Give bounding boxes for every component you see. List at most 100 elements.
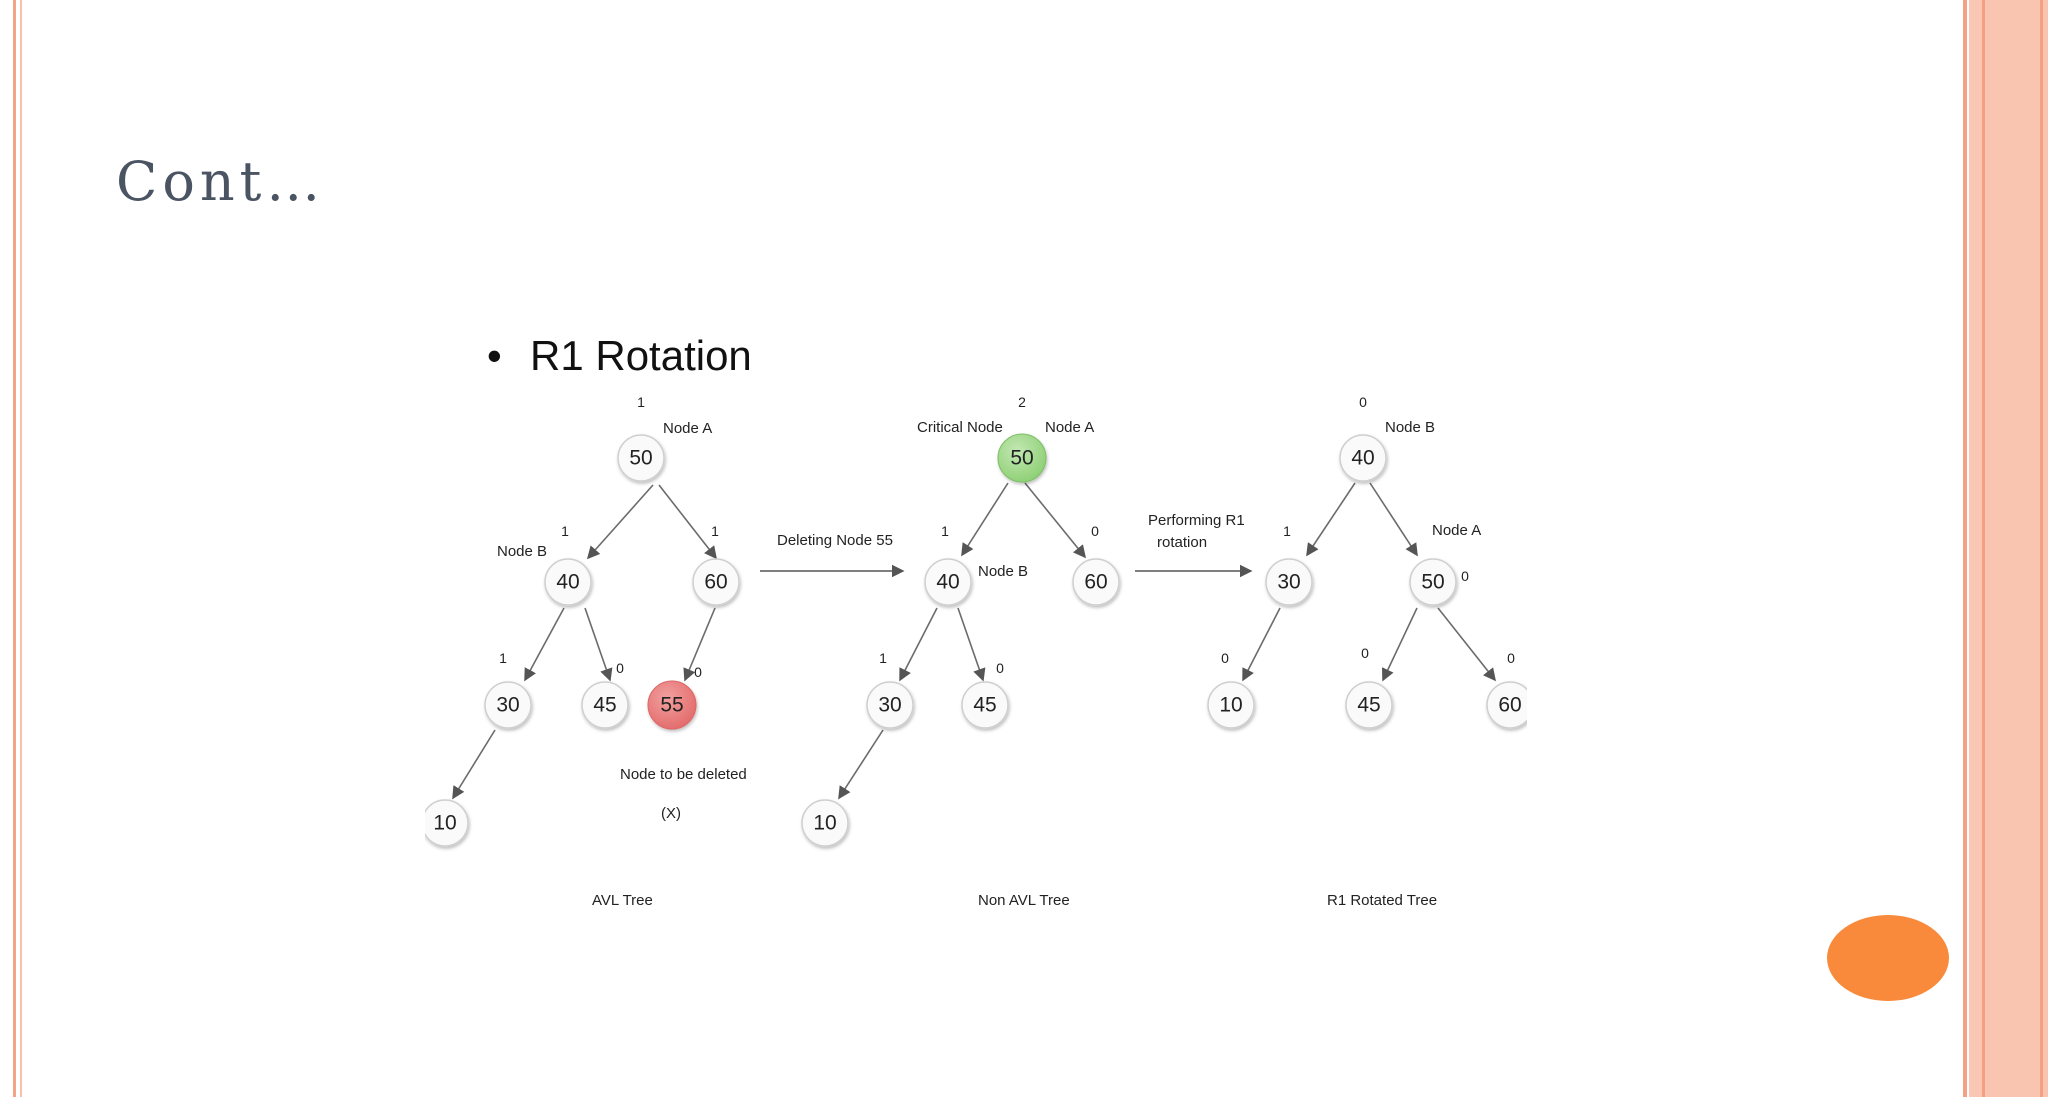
slide-border-right-edge [2040,0,2043,1097]
tree-node: 10 [1207,681,1255,729]
arrow-rotate-label: Performing R1 [1148,512,1245,529]
tree-node: 45 [961,681,1009,729]
balance-factor: 1 [637,394,645,410]
balance-factor: 0 [616,660,624,676]
tree-node: 30 [866,681,914,729]
decorative-orange-circle [1827,915,1949,1001]
edge-50-60 [658,484,717,560]
slide-border-left-inner [20,0,22,1097]
edge-50-40 [586,484,654,560]
node-value: 60 [704,571,727,594]
tree-node: 60 [1486,681,1527,729]
edge-50-60 [1437,607,1496,682]
edge-40-45 [957,607,986,682]
balance-factor: 0 [996,660,1004,676]
bullet-dot: • [487,332,502,379]
node-value: 40 [936,571,959,594]
balance-factor: 0 [1359,394,1367,410]
node-value: 45 [593,694,616,717]
node-value: 55 [660,694,683,717]
arrow-delete-label: Deleting Node 55 [777,532,893,549]
tree-node: 45 [1345,681,1393,729]
tree-node: 50 [1409,558,1457,606]
tree-node: 30 [484,681,532,729]
tree-non-avl: 50 40 60 30 45 10 2 1 [801,394,1120,909]
edge-50-60 [1024,482,1087,559]
label-node-b: Node B [1385,419,1435,436]
edge-30-10 [838,729,884,800]
balance-factor: 1 [499,650,507,666]
edge-40-30 [524,607,565,682]
tree-node: 45 [581,681,629,729]
slide-border-right-band [1985,0,2048,1097]
node-value: 10 [433,812,456,835]
balance-factor: 0 [1221,650,1229,666]
label-node-a: Node A [663,420,712,437]
balance-factor: 0 [1361,645,1369,661]
edge-40-50 [1369,482,1418,557]
tree-node: 40 [544,558,592,606]
tree-node: 40 [924,558,972,606]
edge-60-55 [683,607,716,682]
balance-factor: 1 [561,523,569,539]
tree-node: 60 [692,558,740,606]
tree-node: 30 [1265,558,1313,606]
edge-40-30 [1306,482,1356,557]
node-value: 10 [813,812,836,835]
balance-factor: 1 [711,523,719,539]
node-value: 10 [1219,694,1242,717]
edge-50-45 [1381,607,1418,682]
label-node-b: Node B [497,543,547,560]
balance-factor: 0 [694,664,702,680]
balance-factor: 0 [1091,523,1099,539]
critical-node: 50 [997,433,1047,483]
node-value: 30 [878,694,901,717]
tree-node: 10 [801,799,849,847]
node-value: 45 [973,694,996,717]
slide-border-right-line [1982,0,1985,1097]
deleted-note-mark: (X) [661,805,681,822]
slide-border-right [1963,0,1967,1097]
edge-30-10 [452,729,496,800]
caption-avl-tree: AVL Tree [592,892,653,909]
balance-factor: 1 [879,650,887,666]
edge-30-10 [1242,607,1281,682]
caption-r1-rotated-tree: R1 Rotated Tree [1327,892,1437,909]
tree-avl: 50 40 60 30 45 55 [425,394,747,909]
balance-factor: 2 [1018,394,1026,410]
node-value: 45 [1357,694,1380,717]
label-node-a: Node A [1045,419,1094,436]
node-value: 50 [1421,571,1444,594]
label-node-b: Node B [978,563,1028,580]
node-value: 30 [1277,571,1300,594]
tree-node: 10 [425,799,469,847]
node-value: 40 [556,571,579,594]
label-critical-node: Critical Node [917,419,1003,436]
deleted-note: Node to be deleted [620,766,747,783]
edge-40-30 [899,607,938,682]
r1-rotation-diagram: • R1 Rotation 50 40 60 [425,332,1527,909]
node-value: 50 [629,447,652,470]
balance-factor: 1 [941,523,949,539]
tree-node: 60 [1072,558,1120,606]
node-value: 60 [1498,694,1521,717]
arrow-rotate-label-2: rotation [1157,534,1207,551]
balance-factor: 0 [1461,568,1469,584]
node-value: 30 [496,694,519,717]
edge-50-40 [961,482,1009,557]
tree-node: 50 [617,434,665,482]
node-value: 60 [1084,571,1107,594]
balance-factor: 0 [1507,650,1515,666]
node-value: 40 [1351,447,1374,470]
tree-node: 40 [1339,434,1387,482]
diagram-heading: R1 Rotation [530,332,752,379]
slide-border-right-stripe [1969,0,1982,1097]
label-node-a: Node A [1432,522,1481,539]
tree-r1-rotated: 40 30 50 10 45 60 0 1 [1207,394,1527,909]
node-value: 50 [1010,447,1033,470]
caption-non-avl-tree: Non AVL Tree [978,892,1070,909]
edge-40-45 [584,607,613,682]
deleted-node: 55 [647,680,697,730]
slide-border-left [13,0,16,1097]
